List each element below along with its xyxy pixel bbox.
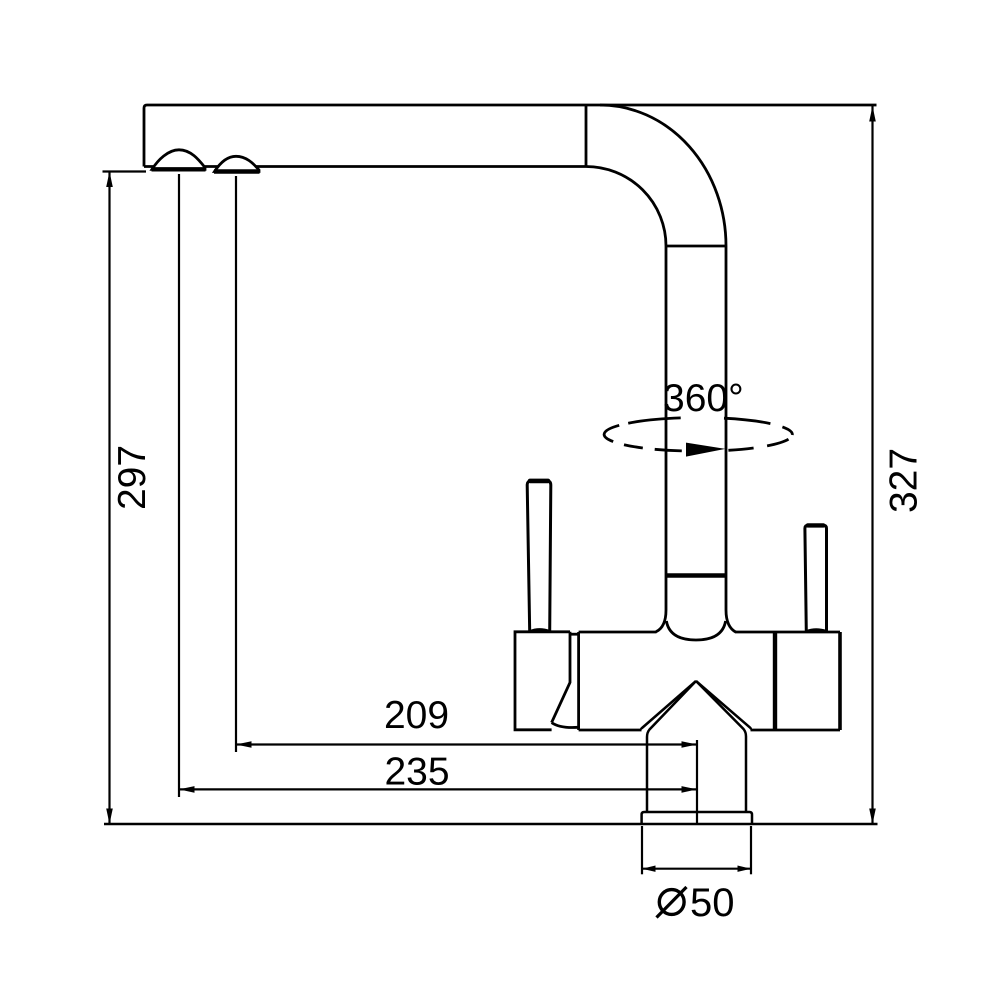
svg-text:209: 209: [384, 694, 449, 737]
svg-text:50: 50: [690, 881, 735, 925]
svg-text:327: 327: [883, 448, 926, 513]
svg-text:360°: 360°: [663, 377, 744, 420]
svg-text:235: 235: [384, 751, 449, 794]
svg-text:297: 297: [111, 445, 154, 510]
